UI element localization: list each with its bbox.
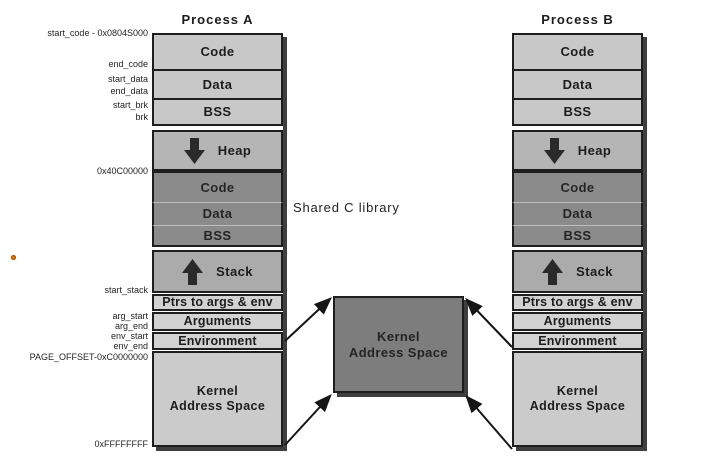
address-label: env_end — [113, 341, 148, 351]
stray-dot — [11, 255, 16, 260]
segment-code: Code — [512, 33, 643, 71]
segment-code: Code — [152, 171, 283, 202]
process-b-title: Process B — [541, 12, 614, 27]
segment-ptrs-to-args-env: Ptrs to args & env — [512, 294, 643, 311]
up-arrow-icon — [182, 258, 204, 285]
segment-arguments: Arguments — [512, 312, 643, 331]
segment-label: Heap — [217, 142, 252, 158]
address-label: env_start — [110, 331, 148, 341]
segment-data: Data — [152, 202, 283, 225]
segment-data: Data — [152, 69, 283, 100]
segment-environment: Environment — [152, 332, 283, 350]
kernel-address-space-box-label: Kernel Address Space — [348, 328, 449, 360]
segment-label: Ptrs to args & env — [522, 295, 633, 309]
mapping-arrow — [465, 394, 513, 450]
segment-heap: Heap — [512, 130, 643, 171]
segment-arguments: Arguments — [152, 312, 283, 331]
kernel-address-space-box: Kernel Address Space — [333, 296, 464, 393]
segment-label: Code — [560, 179, 595, 195]
down-arrow-icon — [543, 137, 565, 164]
mapping-arrow — [465, 298, 513, 348]
segment-kernel-address-space: Kernel Address Space — [152, 351, 283, 447]
address-label: start_data — [107, 74, 148, 84]
segment-label: BSS — [563, 104, 592, 120]
segment-bss: BSS — [152, 225, 283, 247]
segment-label: Code — [560, 44, 595, 60]
segment-kernel-address-space: Kernel Address Space — [512, 351, 643, 447]
segment-label: Data — [202, 206, 233, 222]
segment-label: Environment — [178, 333, 257, 348]
address-label: 0x40C00000 — [96, 166, 148, 176]
segment-bss: BSS — [152, 98, 283, 126]
segment-label: Arguments — [543, 314, 612, 328]
segment-ptrs-to-args-env: Ptrs to args & env — [152, 294, 283, 311]
segment-bss: BSS — [512, 98, 643, 126]
address-label: arg_end — [114, 321, 148, 331]
address-label: end_code — [108, 59, 148, 69]
segment-label: Stack — [216, 263, 253, 279]
address-label: PAGE_OFFSET-0xC0000000 — [29, 352, 148, 362]
segment-environment: Environment — [512, 332, 643, 350]
segment-stack: Stack — [152, 250, 283, 293]
address-label: start_stack — [104, 285, 148, 295]
segment-data: Data — [512, 69, 643, 100]
segment-label: Data — [562, 206, 593, 222]
segment-label: Environment — [538, 333, 617, 348]
address-label: arg_start — [112, 311, 148, 321]
segment-label: Kernel Address Space — [529, 384, 626, 413]
address-label: 0xFFFFFFFF — [94, 439, 149, 449]
segment-label: Heap — [577, 142, 612, 158]
segment-label: Code — [200, 44, 235, 60]
address-label: end_data — [110, 86, 148, 96]
segment-label: Kernel Address Space — [169, 384, 266, 413]
segment-label: BSS — [563, 227, 592, 243]
segment-label: Data — [202, 76, 233, 92]
mapping-arrow — [284, 394, 332, 446]
segment-label: Arguments — [183, 314, 252, 328]
segment-label: BSS — [203, 227, 232, 243]
process-a-title: Process A — [181, 12, 254, 27]
address-label: start_code - 0x0804S000 — [47, 28, 148, 38]
segment-data: Data — [512, 202, 643, 225]
segment-code: Code — [512, 171, 643, 202]
mapping-arrow — [284, 297, 332, 342]
segment-label: Stack — [576, 263, 613, 279]
segment-code: Code — [152, 33, 283, 71]
segment-bss: BSS — [512, 225, 643, 247]
segment-heap: Heap — [152, 130, 283, 171]
segment-stack: Stack — [512, 250, 643, 293]
address-label: start_brk — [112, 100, 148, 110]
up-arrow-icon — [542, 258, 564, 285]
address-label: brk — [135, 112, 148, 122]
segment-label: Code — [200, 179, 235, 195]
segment-label: Data — [562, 76, 593, 92]
segment-label: BSS — [203, 104, 232, 120]
segment-label: Ptrs to args & env — [162, 295, 273, 309]
shared-c-library-label: Shared C library — [293, 200, 400, 215]
down-arrow-icon — [183, 137, 205, 164]
